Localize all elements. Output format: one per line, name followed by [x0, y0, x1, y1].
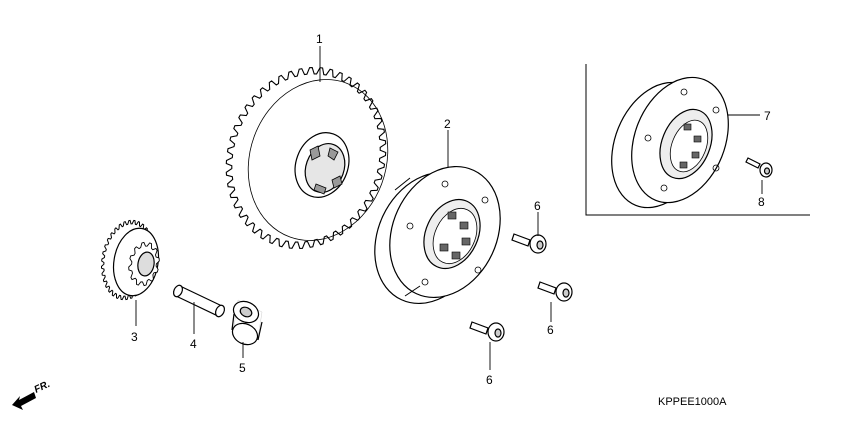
callout-1: 1 [316, 32, 323, 46]
starter-driven-gear [225, 67, 389, 249]
bolt-b [537, 281, 573, 302]
diagram-code: KPPEE1000A [658, 396, 727, 408]
starter-idle-gear [101, 219, 160, 301]
callout-7: 7 [764, 109, 771, 123]
callout-3: 3 [131, 330, 138, 344]
callout-6b: 6 [547, 323, 554, 337]
callout-4: 4 [190, 337, 197, 351]
bolt-a [511, 233, 547, 254]
callout-8: 8 [758, 195, 765, 209]
bolt-c [469, 321, 505, 342]
bolt-small [745, 157, 773, 178]
callout-6a: 6 [534, 199, 541, 213]
leader-lines [135, 46, 763, 370]
callout-2: 2 [444, 117, 451, 131]
starter-clutch-assy [611, 76, 729, 209]
callout-6c: 6 [486, 373, 493, 387]
shaft-pin [172, 284, 226, 318]
bushing [231, 299, 263, 346]
callout-5: 5 [239, 361, 246, 375]
front-direction-label: FR. [33, 379, 52, 396]
front-direction-arrow [12, 392, 36, 410]
inset-frame [585, 64, 810, 216]
starter-clutch-outer [374, 165, 501, 305]
